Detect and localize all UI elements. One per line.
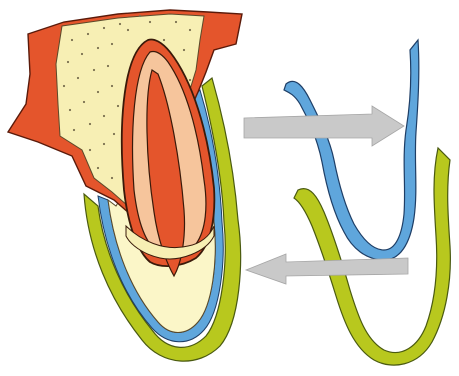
isolated-inner-layer [284, 40, 419, 260]
